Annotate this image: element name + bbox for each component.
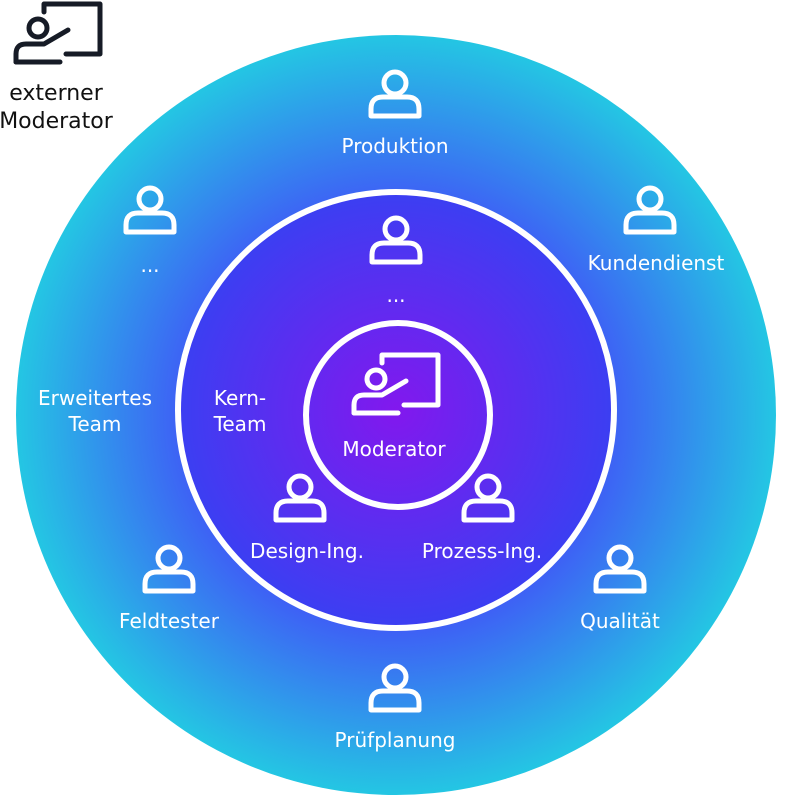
extended-team-title-line1: Erweitertes	[37, 386, 153, 410]
external-moderator-line2: Moderator	[0, 109, 113, 134]
moderator-label: Moderator	[342, 437, 446, 461]
core-team-title-line1: Kern-	[213, 386, 267, 410]
core-team-title-line2: Team	[213, 412, 267, 436]
extended-team-title-line2: Team	[68, 412, 122, 436]
label-pruefplanung: Prüfplanung	[334, 728, 456, 752]
label-produktion: Produktion	[341, 134, 449, 158]
label-prozess-ing: Prozess-Ing.	[421, 539, 543, 563]
label-kundendienst: Kundendienst	[587, 251, 725, 275]
external-moderator-icon	[16, 4, 100, 62]
label-qualitaet: Qualität	[580, 609, 660, 633]
label-design-ing: Design-Ing.	[250, 539, 364, 563]
moderator-circle	[303, 320, 493, 510]
external-moderator-label: externer Moderator	[0, 80, 113, 136]
label-extended-more: ...	[140, 253, 160, 277]
label-feldtester: Feldtester	[119, 609, 219, 633]
label-core-more: ...	[386, 283, 406, 307]
core-team-title: Kern- Team	[214, 385, 267, 437]
extended-team-title: Erweitertes Team	[38, 385, 152, 437]
external-moderator-line1: externer	[9, 81, 103, 106]
